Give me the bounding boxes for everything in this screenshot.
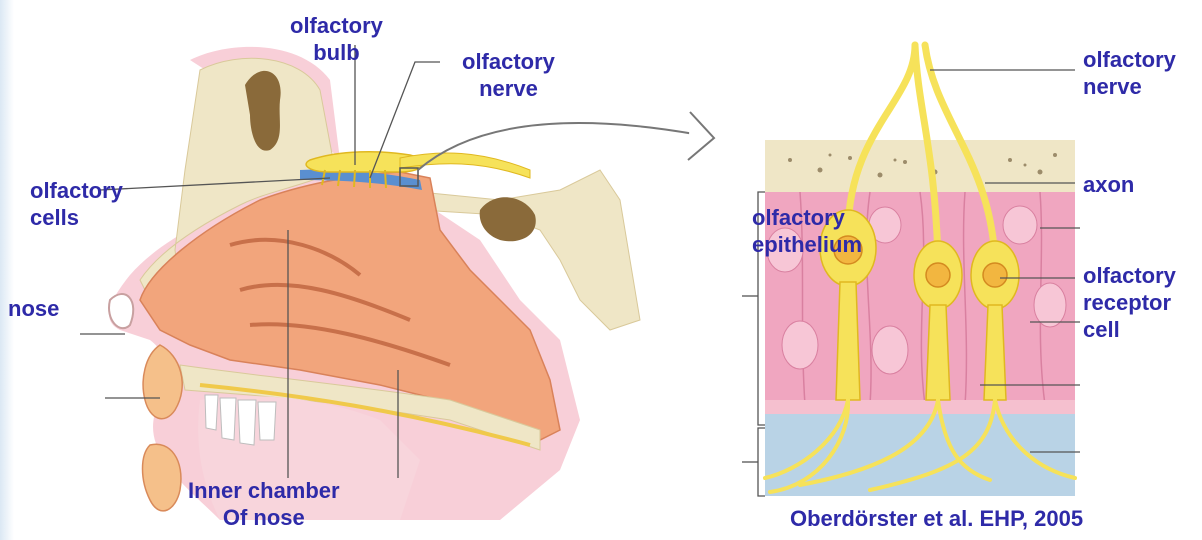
label-olfactory-cells: olfactory cells <box>30 177 123 231</box>
label-olfactory-cells-line1: olfactory <box>30 177 123 204</box>
epithelium-detail <box>742 45 1075 496</box>
nostril <box>109 294 133 328</box>
label-inner-chamber-line1: Inner chamber <box>188 477 340 504</box>
label-inner-chamber-line2: Of nose <box>188 504 340 531</box>
label-olfactory-epithelium: olfactory epithelium <box>752 204 862 258</box>
cribriform-bone-layer <box>765 140 1075 192</box>
nasal-cross-section <box>109 47 640 520</box>
label-olfactory-nerve-left-line2: nerve <box>462 75 555 102</box>
label-olfactory-receptor-cell-line1: olfactory <box>1083 262 1176 289</box>
label-olfactory-epithelium-line2: epithelium <box>752 231 862 258</box>
label-olfactory-receptor-cell-line2: receptor <box>1083 289 1176 316</box>
label-olfactory-epithelium-line1: olfactory <box>752 204 862 231</box>
citation: Oberdörster et al. EHP, 2005 <box>790 505 1083 532</box>
label-olfactory-cells-line2: cells <box>30 204 123 231</box>
label-olfactory-bulb-line2: bulb <box>290 39 383 66</box>
label-olfactory-bulb-line1: olfactory <box>290 12 383 39</box>
label-nose: nose <box>8 295 59 322</box>
label-olfactory-receptor-cell-line3: cell <box>1083 316 1176 343</box>
olfactory-nerve-tract <box>400 153 530 178</box>
label-olfactory-receptor-cell: olfactory receptor cell <box>1083 262 1176 343</box>
label-olfactory-nerve-right-line2: nerve <box>1083 73 1176 100</box>
basal-cilia-row <box>765 400 1075 414</box>
label-olfactory-bulb: olfactory bulb <box>290 12 383 66</box>
label-axon: axon <box>1083 171 1134 198</box>
zoom-arrowhead <box>688 112 714 160</box>
label-olfactory-nerve-right: olfactory nerve <box>1083 46 1176 100</box>
label-olfactory-nerve-left: olfactory nerve <box>462 48 555 102</box>
mucus-bracket <box>758 428 765 496</box>
label-olfactory-nerve-left-line1: olfactory <box>462 48 555 75</box>
label-inner-chamber: Inner chamber Of nose <box>188 477 340 531</box>
label-olfactory-nerve-right-line1: olfactory <box>1083 46 1176 73</box>
